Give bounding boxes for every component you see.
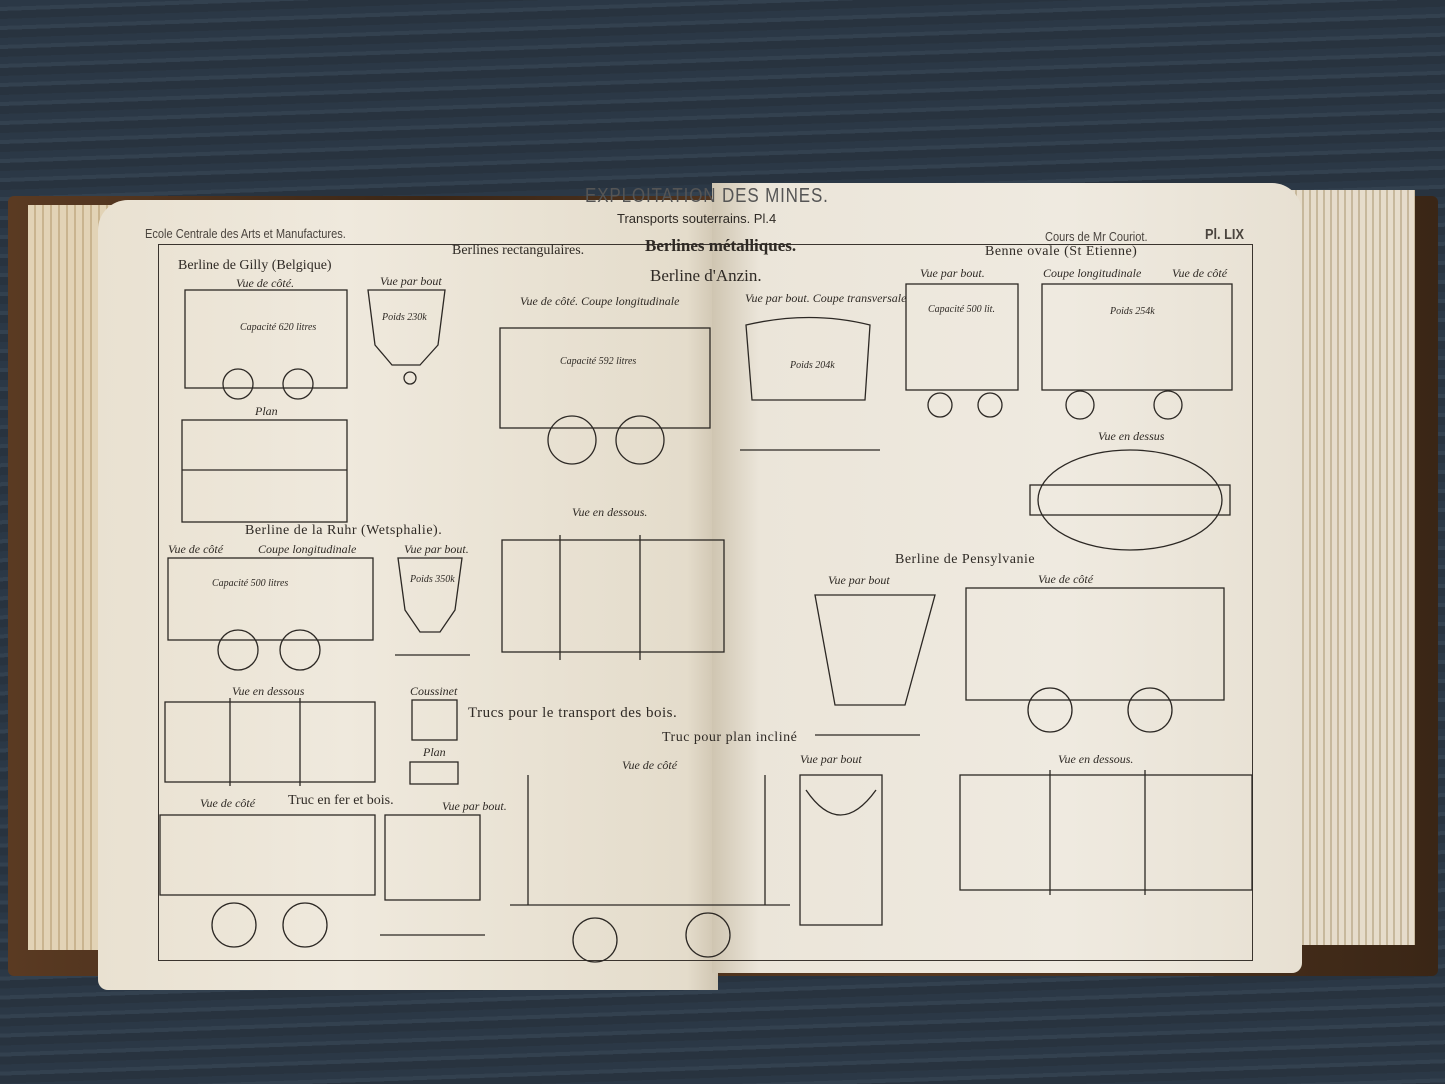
annotation: Capacité 500 lit.	[928, 304, 995, 315]
timber-truck-side-drawing	[159, 814, 376, 948]
label: Plan	[255, 404, 278, 418]
annotation: Capacité 620 litres	[240, 322, 317, 333]
annotation: Poids 230k	[382, 312, 427, 323]
label: Vue en dessous.	[1058, 752, 1134, 766]
section-incline-truck: Truc pour plan incliné	[662, 730, 798, 745]
section-metallic: Berlines métalliques.	[645, 236, 797, 255]
label: Coupe longitudinale	[258, 542, 357, 556]
plate-subtitle: Transports souterrains. Pl.4	[617, 211, 777, 226]
label: Vue de côté	[1172, 266, 1228, 280]
section-timber-trucks: Trucs pour le transport des bois.	[468, 705, 678, 721]
section-rectangular: Berlines rectangulaires.	[452, 243, 585, 258]
label: Vue par bout	[380, 274, 442, 288]
pensylvania-end-drawing	[814, 594, 936, 736]
plate-title: EXPLOITATION DES MINES.	[585, 185, 829, 207]
ruhr-bottom-drawing	[164, 698, 376, 786]
ruhr-end-drawing	[395, 557, 470, 656]
benne-side-drawing	[1041, 283, 1233, 420]
label: Vue en dessous.	[572, 505, 648, 519]
gilly-side-drawing	[184, 289, 348, 400]
label: Plan	[423, 745, 446, 759]
label: Vue de côté	[200, 796, 256, 810]
ruhr-side-drawing	[167, 557, 374, 671]
label: Coussinet	[410, 684, 458, 698]
label: Vue de côté	[1038, 572, 1094, 586]
plate-frame	[158, 244, 1253, 961]
incline-truck-side-drawing	[510, 775, 790, 963]
course-name: Cours de Mr Couriot.	[1045, 229, 1148, 244]
label: Vue en dessus	[1098, 429, 1165, 443]
annotation: Poids 254k	[1110, 306, 1155, 317]
section-pensylvania: Berline de Pensylvanie	[895, 552, 1036, 567]
label: Vue de côté. Coupe longitudinale	[520, 294, 680, 308]
timber-truck-end-drawing	[380, 814, 485, 936]
plate-number: Pl. LIX	[1205, 226, 1244, 243]
annotation: Poids 204k	[790, 360, 835, 371]
anzin-end-drawing	[740, 316, 880, 451]
annotation: Capacité 592 litres	[560, 356, 637, 367]
benne-end-drawing	[905, 283, 1019, 418]
gilly-plan-drawing	[181, 419, 348, 523]
section-benne: Benne ovale (St Etienne)	[985, 244, 1138, 259]
label: Vue de côté	[622, 758, 678, 772]
benne-top-drawing	[1029, 449, 1231, 551]
annotation: Capacité 500 litres	[212, 578, 289, 589]
label: Vue par bout. Coupe transversale	[745, 291, 907, 305]
label: Vue par bout.	[920, 266, 985, 280]
anzin-side-drawing	[499, 327, 711, 465]
label: Vue par bout	[828, 573, 890, 587]
incline-truck-end-drawing	[799, 774, 883, 926]
section-ruhr: Berline de la Ruhr (Wetsphalie).	[245, 523, 443, 538]
annotation: Poids 350k	[410, 574, 455, 585]
label: Coupe longitudinale	[1043, 266, 1142, 280]
school-name: Ecole Centrale des Arts et Manufactures.	[145, 226, 346, 241]
right-page	[712, 183, 1302, 973]
section-iron-wood-truck: Truc en fer et bois.	[288, 793, 394, 808]
label: Vue par bout	[800, 752, 862, 766]
coussinet-drawing	[409, 699, 459, 785]
pensylvania-bottom-drawing	[959, 770, 1253, 895]
anzin-bottom-drawing	[501, 535, 725, 660]
section-gilly: Berline de Gilly (Belgique)	[178, 258, 332, 273]
pensylvania-side-drawing	[965, 587, 1225, 733]
page-edges-right	[1290, 190, 1415, 945]
label: Vue de côté	[168, 542, 224, 556]
gilly-end-drawing	[367, 289, 446, 385]
section-anzin: Berline d'Anzin.	[650, 266, 762, 285]
label: Vue de côté.	[236, 276, 295, 290]
label: Vue par bout.	[442, 799, 507, 813]
left-page	[98, 200, 718, 990]
label: Vue par bout.	[404, 542, 469, 556]
label: Vue en dessous	[232, 684, 305, 698]
